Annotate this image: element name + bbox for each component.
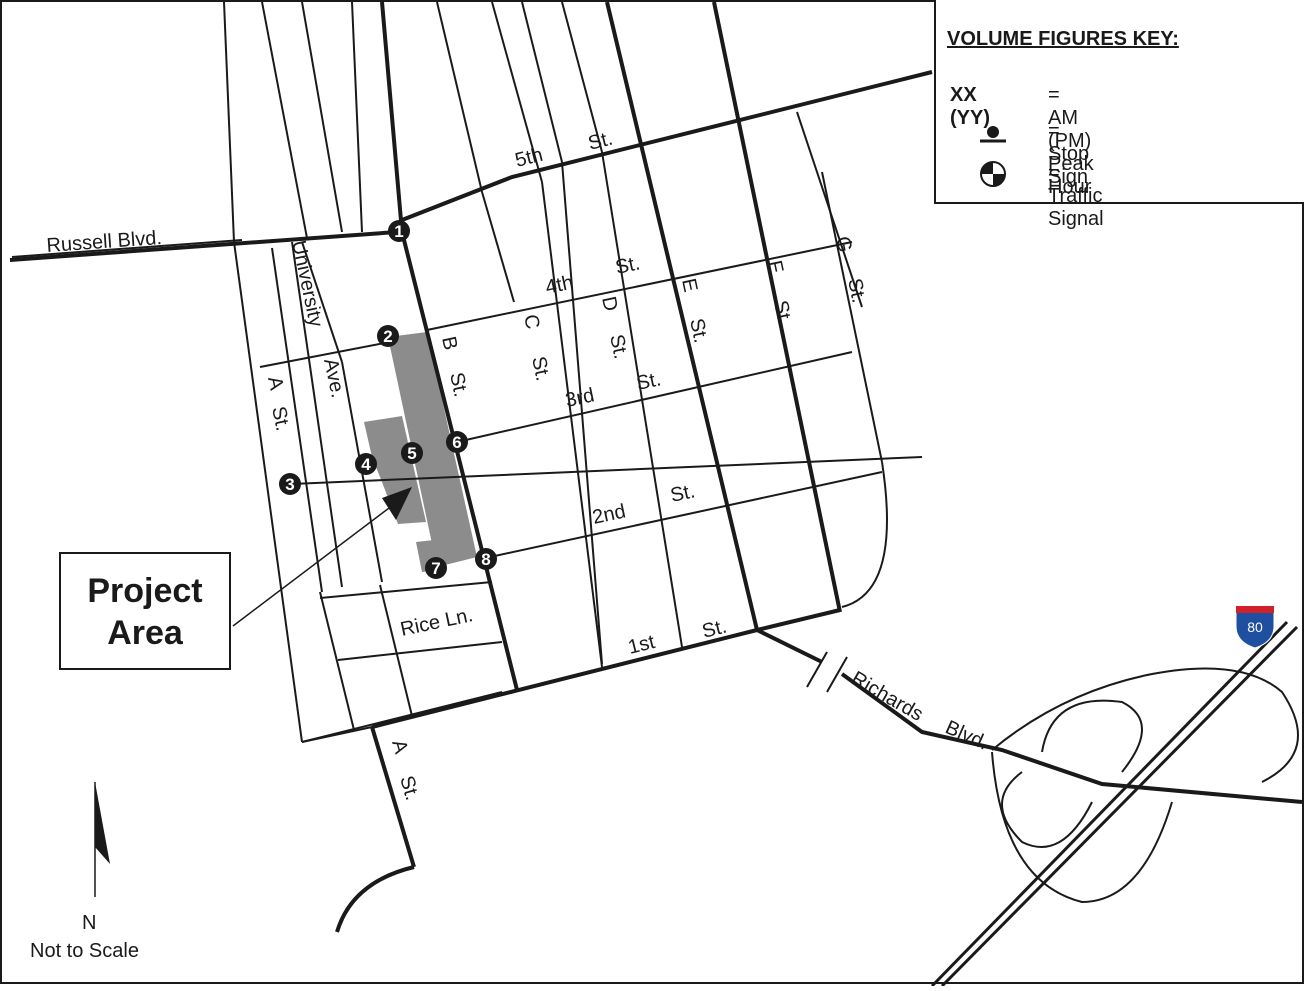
project-area-callout: Project Area — [59, 552, 231, 670]
street-labels: Russell Blvd. 5th St. 4th St. 3rd St. 2n… — [46, 128, 992, 803]
label-russell: Russell Blvd. — [46, 227, 163, 257]
svg-text:5: 5 — [407, 444, 416, 463]
svg-text:8: 8 — [481, 550, 490, 569]
project-area-shading — [364, 332, 477, 572]
svg-text:7: 7 — [431, 559, 440, 578]
intersection-5: 5 — [401, 442, 423, 464]
label-f-st: St. — [769, 298, 796, 326]
intersection-7: 7 — [425, 557, 447, 579]
label-a-north: A — [263, 374, 287, 392]
label-d-st: St. — [605, 332, 632, 360]
svg-text:3: 3 — [285, 475, 294, 494]
label-a-south-st: St. — [395, 773, 423, 803]
label-2nd: 2nd — [590, 500, 627, 528]
label-2nd-st: St. — [668, 480, 696, 507]
intersection-4: 4 — [355, 453, 377, 475]
intersection-3: 3 — [279, 473, 301, 495]
intersection-markers: 1 2 3 4 5 6 7 8 — [279, 220, 497, 579]
richards-and-freeway — [806, 620, 1303, 988]
svg-text:2: 2 — [383, 327, 392, 346]
label-b: B — [437, 334, 461, 352]
label-university: University — [287, 238, 327, 328]
label-g-st: St. — [843, 276, 870, 304]
label-c-st: St. — [527, 354, 554, 382]
label-b-st: St. — [445, 370, 472, 398]
peak-hour-desc: = AM (PM) Peak Hour — [1048, 84, 1094, 198]
svg-text:6: 6 — [452, 433, 461, 452]
label-g: G — [831, 234, 856, 254]
label-4th: 4th — [543, 272, 575, 299]
traffic-signal-icon — [978, 160, 1008, 196]
label-richards-blvd: Blvd. — [942, 716, 992, 754]
label-d: D — [597, 294, 622, 313]
project-area-line1: Project — [87, 572, 203, 610]
svg-text:4: 4 — [361, 455, 371, 474]
intersection-1: 1 — [388, 220, 410, 242]
stop-sign-desc: = Stop Sign — [1048, 120, 1090, 188]
label-f: F — [763, 258, 787, 275]
peak-hour-symbol: XX (YY) — [950, 84, 990, 129]
north-arrow-icon — [94, 782, 110, 897]
minor-streets — [11, 1, 923, 743]
label-rice: Rice Ln. — [398, 604, 474, 641]
label-university-ave: Ave. — [319, 356, 349, 399]
label-a-south: A — [387, 737, 412, 757]
project-area-arrow — [232, 487, 412, 627]
label-a-north-st: St. — [267, 404, 294, 432]
label-3rd-st: St. — [634, 368, 662, 395]
label-5th: 5th — [513, 144, 545, 172]
north-label: N — [82, 912, 97, 934]
scale-note: Not to Scale — [30, 940, 139, 962]
svg-text:1: 1 — [394, 222, 403, 241]
interstate-80-shield-icon: 80 — [1235, 605, 1275, 649]
label-4th-st: St. — [613, 252, 641, 279]
project-area-line2: Area — [107, 614, 183, 652]
stop-sign-icon — [978, 124, 1008, 150]
traffic-signal-desc: = Traffic Signal — [1048, 162, 1104, 230]
intersection-8: 8 — [475, 548, 497, 570]
key-title: VOLUME FIGURES KEY: — [947, 28, 1179, 50]
intersection-6: 6 — [446, 431, 468, 453]
label-richards: Richards — [848, 667, 927, 726]
intersection-2: 2 — [377, 325, 399, 347]
label-e-st: St. — [685, 316, 712, 344]
label-c: C — [519, 312, 544, 331]
label-3rd: 3rd — [563, 384, 596, 412]
svg-text:80: 80 — [1247, 619, 1263, 635]
volume-figures-key: VOLUME FIGURES KEY: XX (YY) = AM (PM) Pe… — [934, 0, 1304, 230]
label-e: E — [677, 276, 701, 294]
